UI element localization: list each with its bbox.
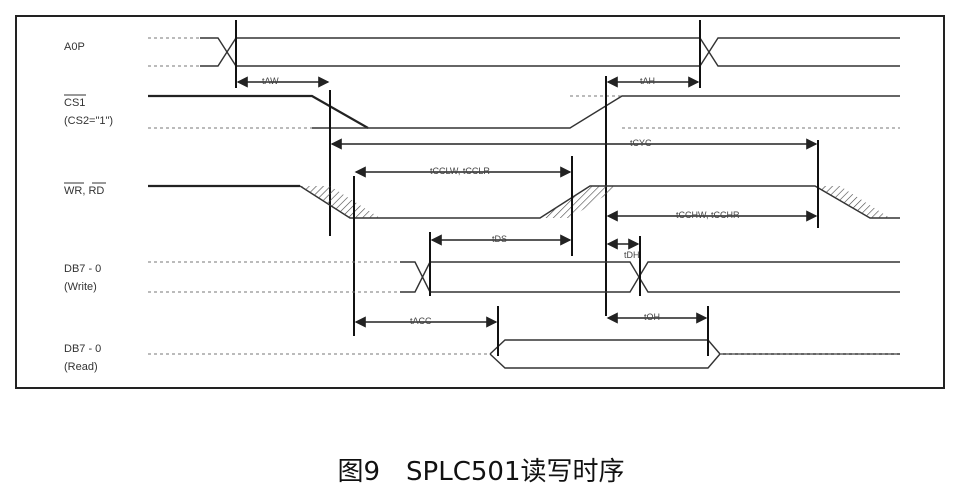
a0p-waveform — [148, 20, 900, 88]
a0p-label: A0P — [64, 41, 85, 53]
t-dh-label: tDH — [624, 250, 640, 260]
wr-rd-waveform — [148, 140, 900, 336]
t-cc-high-label: tCCHW, tCCHR — [676, 210, 740, 220]
t-cc-low-label: tCCLW, tCCLR — [430, 166, 490, 176]
db-write-label-line1: DB7 - 0 — [64, 263, 101, 275]
cs1-label-line2: (CS2="1") — [64, 115, 113, 127]
db-read-waveform — [148, 306, 900, 369]
t-acc-label: tACC — [410, 316, 432, 326]
cs1-waveform — [148, 76, 900, 316]
t-ds-label: tDS — [492, 234, 507, 244]
db-read-label-line2: (Read) — [64, 361, 98, 373]
db-read-label-line1: DB7 - 0 — [64, 343, 101, 355]
db-write-label-line2: (Write) — [64, 281, 97, 293]
wr-rd-label: WR, RD — [64, 185, 104, 197]
cs1-label-line1: CS1 — [64, 97, 85, 109]
diagram-frame — [15, 15, 945, 389]
t-ah-label: tAH — [640, 76, 655, 86]
t-oh-label: tOH — [644, 312, 660, 322]
t-cyc-label: tCYC — [630, 138, 652, 148]
figure-caption: 图9 SPLC501读写时序 — [338, 457, 625, 487]
db-write-waveform — [148, 232, 900, 296]
t-aw-label: tAW — [262, 76, 279, 86]
